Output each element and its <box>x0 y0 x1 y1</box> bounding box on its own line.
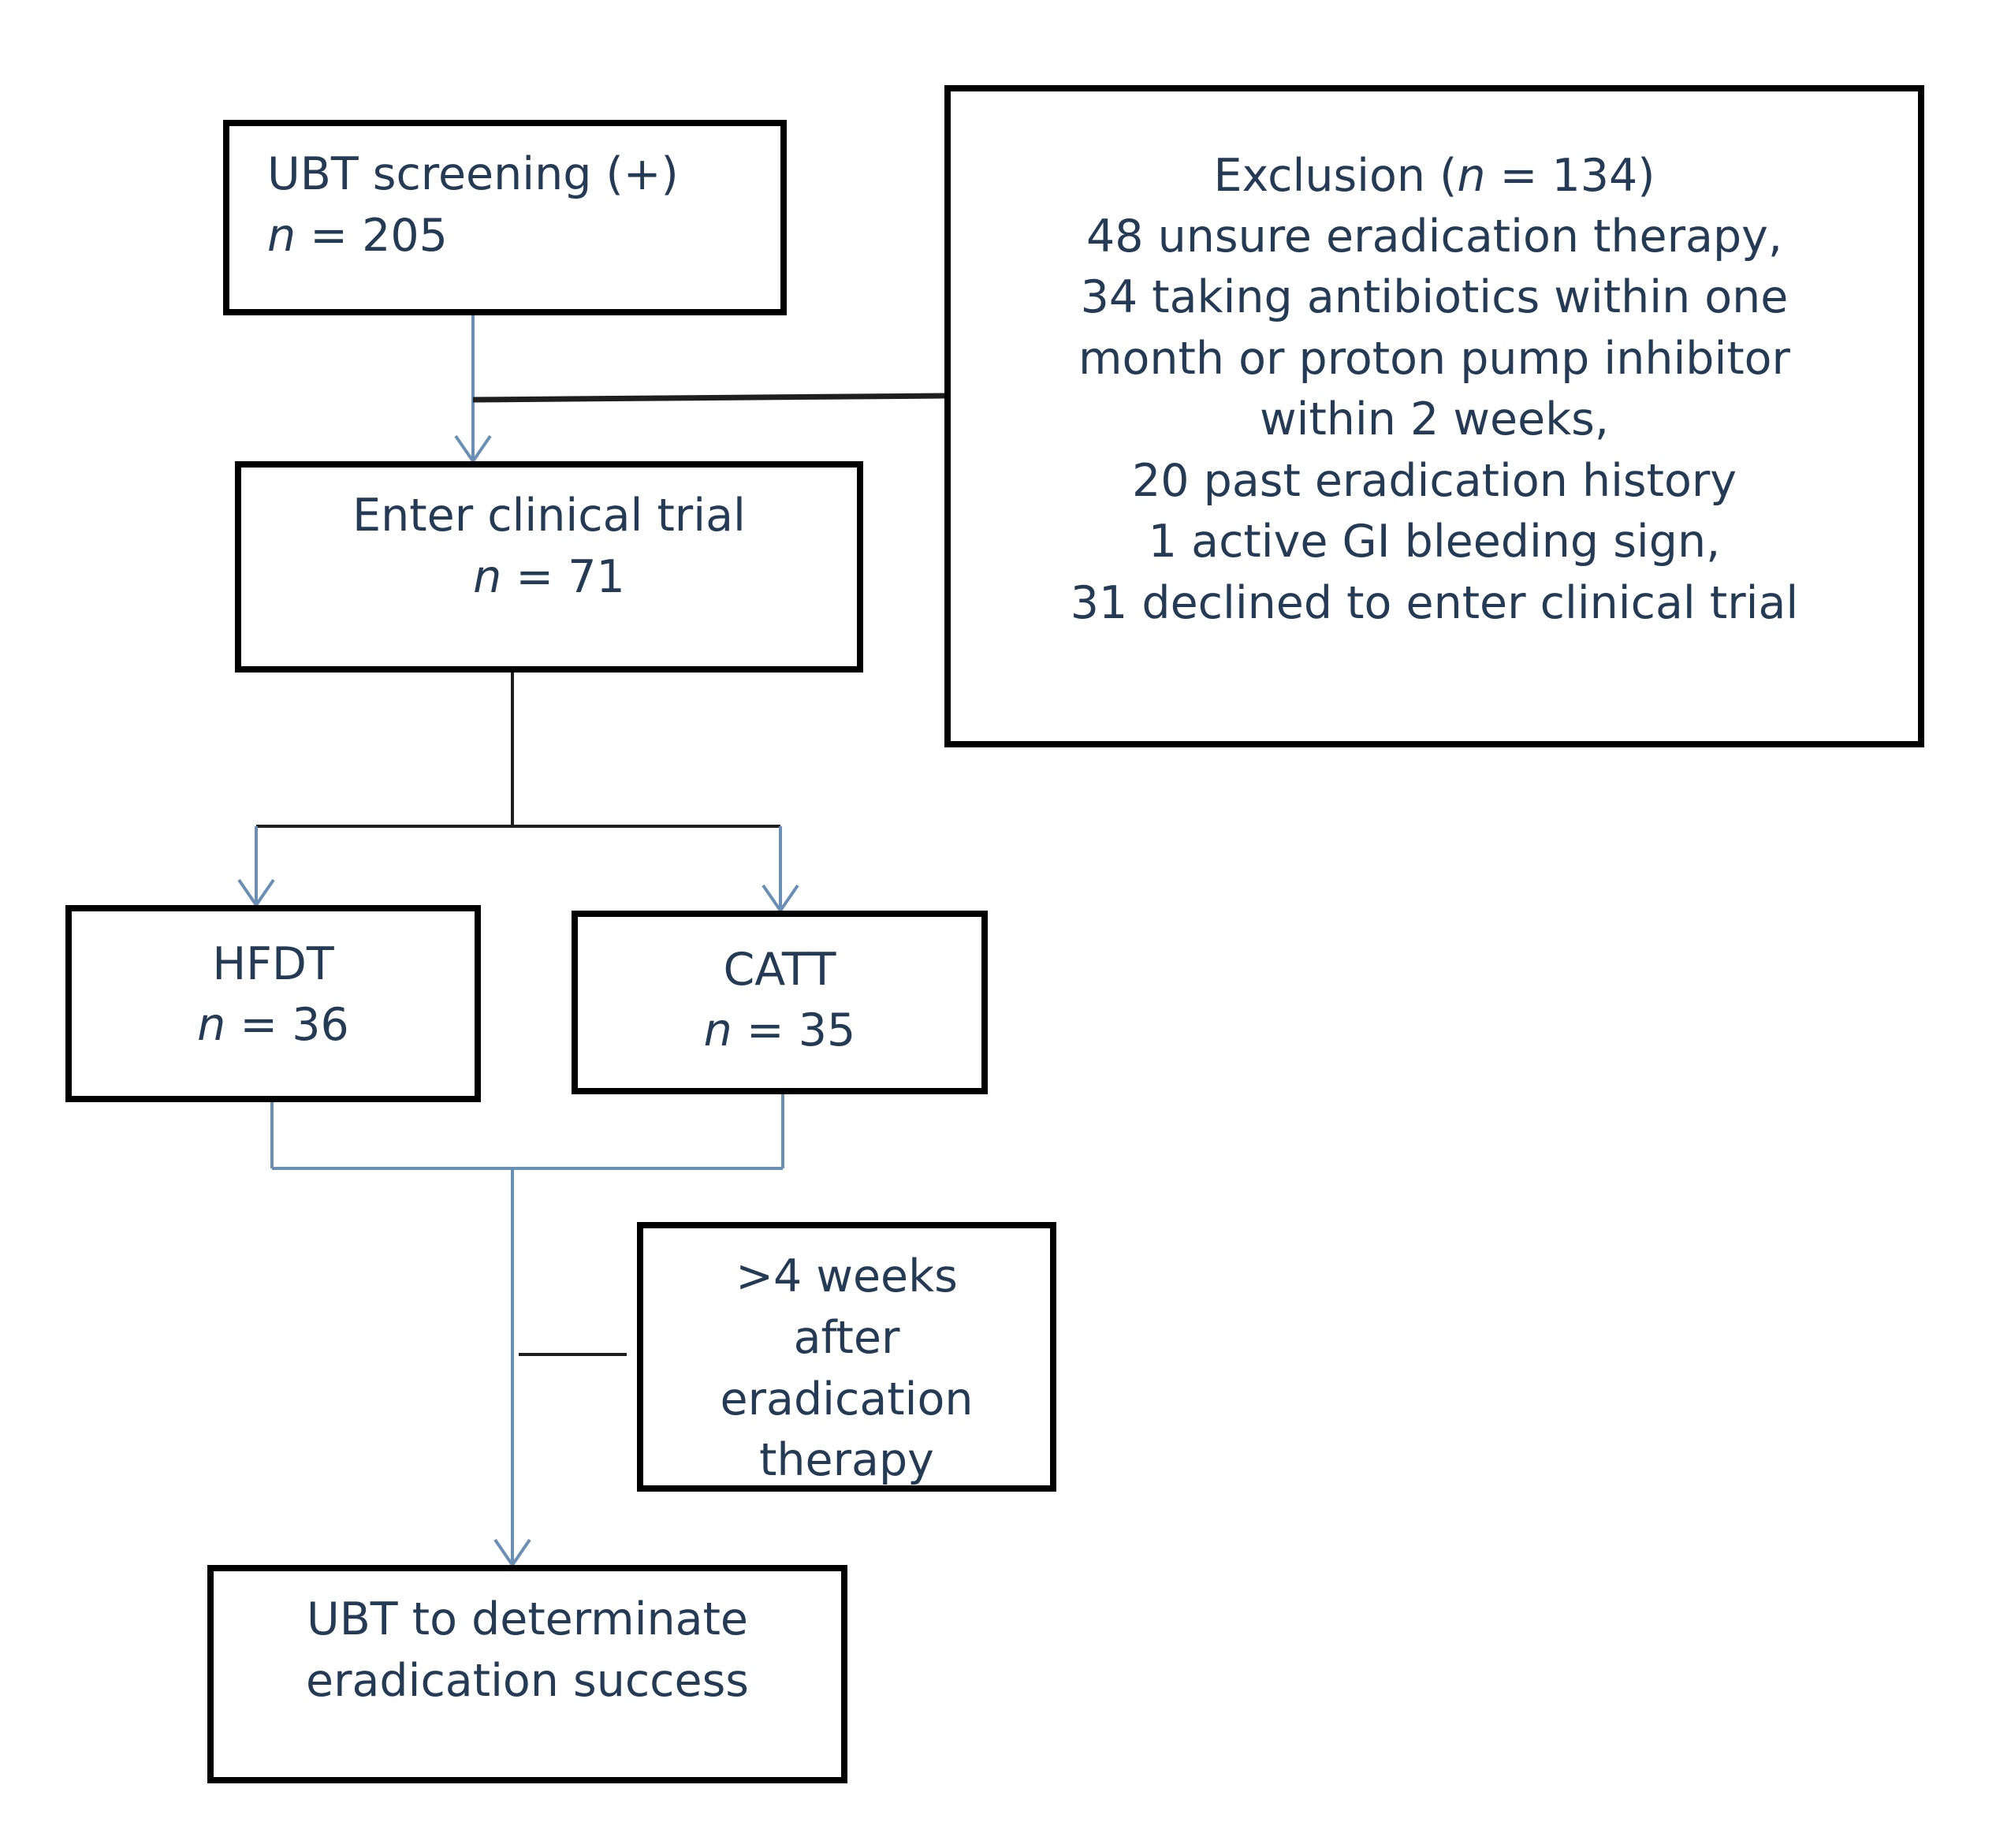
wait-line-4: therapy <box>759 1434 934 1486</box>
outcome-line-1: UBT to determinate <box>306 1593 749 1645</box>
screening-box: UBT screening (+) n = 205 <box>223 120 787 315</box>
trial-count: n = 71 <box>241 546 857 608</box>
catt-title: CATT <box>723 944 836 996</box>
exclusion-n-symbol: n <box>1457 150 1486 202</box>
exclusion-reason-3: month or proton pump inhibitor <box>1078 333 1790 385</box>
hfdt-n-value: = 36 <box>225 999 349 1051</box>
hfdt-count: n = 36 <box>72 994 475 1056</box>
catt-box: CATT n = 35 <box>572 911 988 1094</box>
outcome-box: UBT to determinate eradication success <box>207 1565 847 1783</box>
catt-n-symbol: n <box>703 1004 732 1056</box>
screening-n-symbol: n <box>267 210 296 262</box>
wait-box: >4 weeks after eradication therapy <box>637 1222 1056 1492</box>
catt-count: n = 35 <box>578 1000 981 1061</box>
hfdt-n-symbol: n <box>197 999 226 1051</box>
trial-title: Enter clinical trial <box>352 490 746 542</box>
wait-line-1: >4 weeks <box>735 1250 958 1302</box>
wait-line-2: after <box>793 1312 900 1364</box>
wait-line-3: eradication <box>720 1373 974 1425</box>
exclusion-title-pre: Exclusion ( <box>1213 150 1458 202</box>
exclusion-box: Exclusion (n = 134) 48 unsure eradicatio… <box>944 85 1924 747</box>
screening-count: n = 205 <box>267 205 780 266</box>
exclusion-reason-2: 34 taking antibiotics within one <box>1080 271 1789 323</box>
hfdt-title: HFDT <box>212 938 334 990</box>
outcome-line-2: eradication success <box>306 1655 749 1707</box>
catt-n-value: = 35 <box>732 1004 856 1056</box>
exclusion-branch-line <box>472 393 945 403</box>
exclusion-reason-6: 1 active GI bleeding sign, <box>1148 516 1721 568</box>
screening-n-value: = 205 <box>296 210 448 262</box>
exclusion-reason-4: within 2 weeks, <box>1260 393 1609 445</box>
trial-n-value: = 71 <box>501 551 625 603</box>
exclusion-title-post: = 134) <box>1485 150 1655 202</box>
exclusion-title: Exclusion (n = 134) <box>951 145 1918 207</box>
exclusion-reason-5: 20 past eradication history <box>1132 455 1737 507</box>
trial-box: Enter clinical trial n = 71 <box>235 461 863 673</box>
hfdt-box: HFDT n = 36 <box>65 905 481 1102</box>
exclusion-reason-1: 48 unsure eradication therapy, <box>1086 211 1783 263</box>
trial-n-symbol: n <box>473 551 502 603</box>
exclusion-reason-7: 31 declined to enter clinical trial <box>1070 577 1799 629</box>
screening-title: UBT screening (+) <box>267 148 679 200</box>
